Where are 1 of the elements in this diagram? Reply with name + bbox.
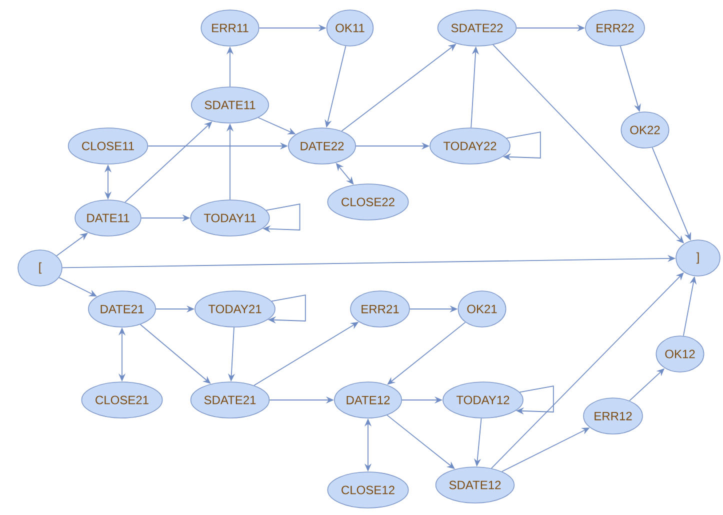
arrow — [56, 232, 88, 256]
